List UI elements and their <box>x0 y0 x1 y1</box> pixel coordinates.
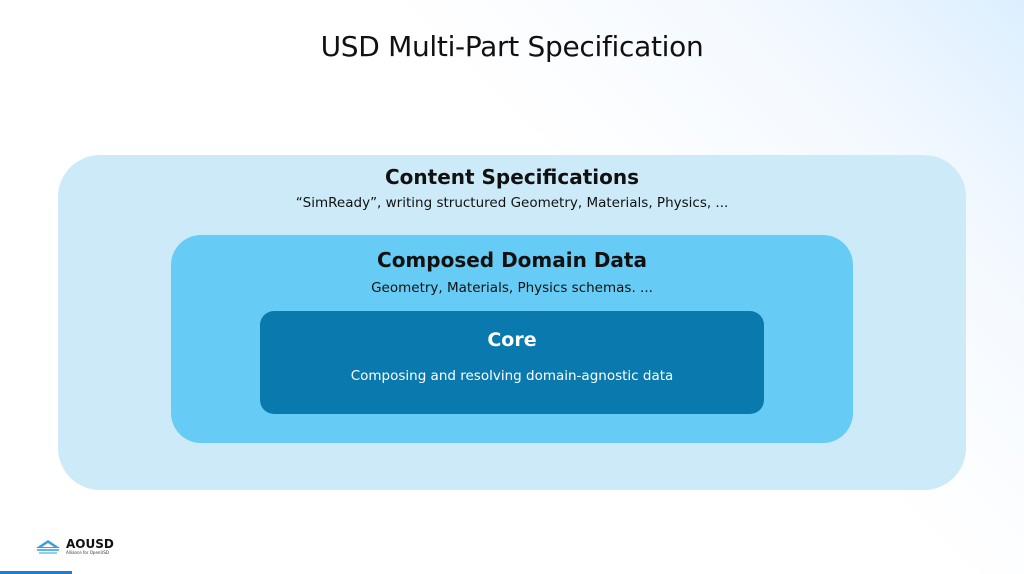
composed-domain-data-heading: Composed Domain Data <box>377 248 647 272</box>
content-specifications-subtitle: “SimReady”, writing structured Geometry,… <box>295 195 729 211</box>
aousd-logo: AOUSD Alliance for OpenUSD <box>34 538 114 555</box>
content-specifications-heading: Content Specifications <box>384 165 639 189</box>
pyramid-logo-icon <box>36 539 60 554</box>
core-layer: Core Composing and resolving domain-agno… <box>260 311 764 414</box>
composed-domain-data-subtitle: Geometry, Materials, Physics schemas. ..… <box>371 280 653 296</box>
footer-accent-bar <box>0 571 72 574</box>
slide-title: USD Multi-Part Specification <box>320 30 704 63</box>
logo-tagline: Alliance for OpenUSD <box>66 550 109 555</box>
logo-name: AOUSD <box>66 537 114 551</box>
core-subtitle: Composing and resolving domain-agnostic … <box>350 368 674 384</box>
core-heading: Core <box>487 329 537 351</box>
